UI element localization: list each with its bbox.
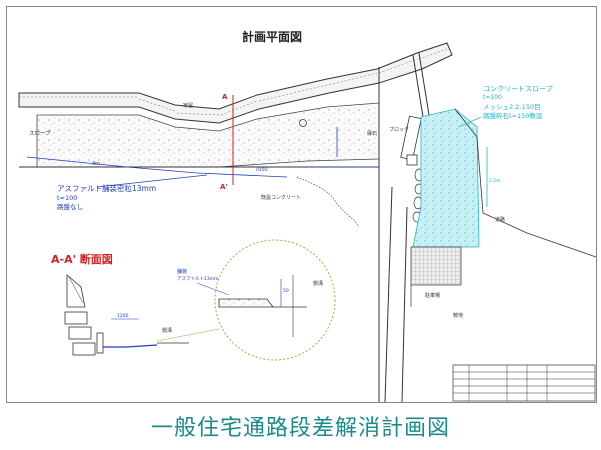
right-boundary <box>454 108 596 258</box>
asphalt-note-line3: 路盤なし <box>57 202 83 211</box>
existing-concrete-label: 既設コンクリート <box>261 194 301 201</box>
utility-box <box>400 115 422 166</box>
drawing-title: 計画平面図 <box>242 29 302 44</box>
road-edge-strip <box>18 42 453 124</box>
svg-text:舗装: 舗装 <box>177 268 187 275</box>
concrete-note-line3: メッシュ2.2-150目 <box>483 103 541 111</box>
concrete-note-line1: コンクリートスロープ <box>483 85 553 93</box>
road-label: 道路 <box>495 216 505 223</box>
section-marker-top: A <box>222 93 228 101</box>
plan-drawing: 計画平面図 3m 7000 <box>18 29 596 402</box>
house-label: 家屋 <box>183 102 193 109</box>
contour-line <box>296 176 360 228</box>
manhole-marker <box>299 119 307 127</box>
svg-text:1200: 1200 <box>117 313 129 319</box>
svg-text:ブロック: ブロック <box>389 126 409 133</box>
svg-text:7000: 7000 <box>255 167 268 173</box>
road-lines <box>378 52 430 402</box>
slope-label: スロープ <box>29 130 51 137</box>
svg-text:3m: 3m <box>92 161 100 167</box>
concrete-note: コンクリートスロープ t=100 メッシュ2.2-150目 路盤砕石t=150敷… <box>458 85 553 128</box>
concrete-note-line4: 路盤砕石t=150敷設 <box>483 111 543 120</box>
svg-text:50: 50 <box>283 288 289 294</box>
detail-circle: 50 舗装 アスファルト13mm 側溝 <box>177 239 336 361</box>
asphalt-note-line2: t=100 <box>57 194 77 202</box>
concrete-slope-area <box>412 108 480 248</box>
concrete-note-line2: t=100 <box>483 94 502 101</box>
section-title: A-A' 断面図 <box>51 252 113 266</box>
asphalt-note: アスファルト舗装密粒13mm t=100 路盤なし <box>57 183 156 211</box>
dimension-lines <box>26 127 379 188</box>
section-drawing: 1200 側溝 <box>64 274 189 356</box>
grid-area <box>410 246 462 286</box>
svg-text:縁石: 縁石 <box>367 130 377 137</box>
area-label: 敷地 <box>453 312 463 319</box>
asphalt-note-line1: アスファルト舗装密粒13mm <box>57 183 156 193</box>
section-cut-line: A A' <box>220 93 234 191</box>
svg-text:アスファルト13mm: アスファルト13mm <box>177 276 219 282</box>
title-block <box>452 364 596 402</box>
section-marker-bottom: A' <box>220 183 228 191</box>
drawing-sheet: 計画平面図 3m 7000 <box>6 6 597 403</box>
svg-text:2.5m: 2.5m <box>489 178 501 184</box>
caption: 一般住宅通路段差解消計画図 <box>150 416 450 441</box>
gutter-label: 側溝 <box>162 327 172 334</box>
parking-label: 駐車場 <box>425 292 440 299</box>
svg-text:側溝: 側溝 <box>313 280 323 287</box>
